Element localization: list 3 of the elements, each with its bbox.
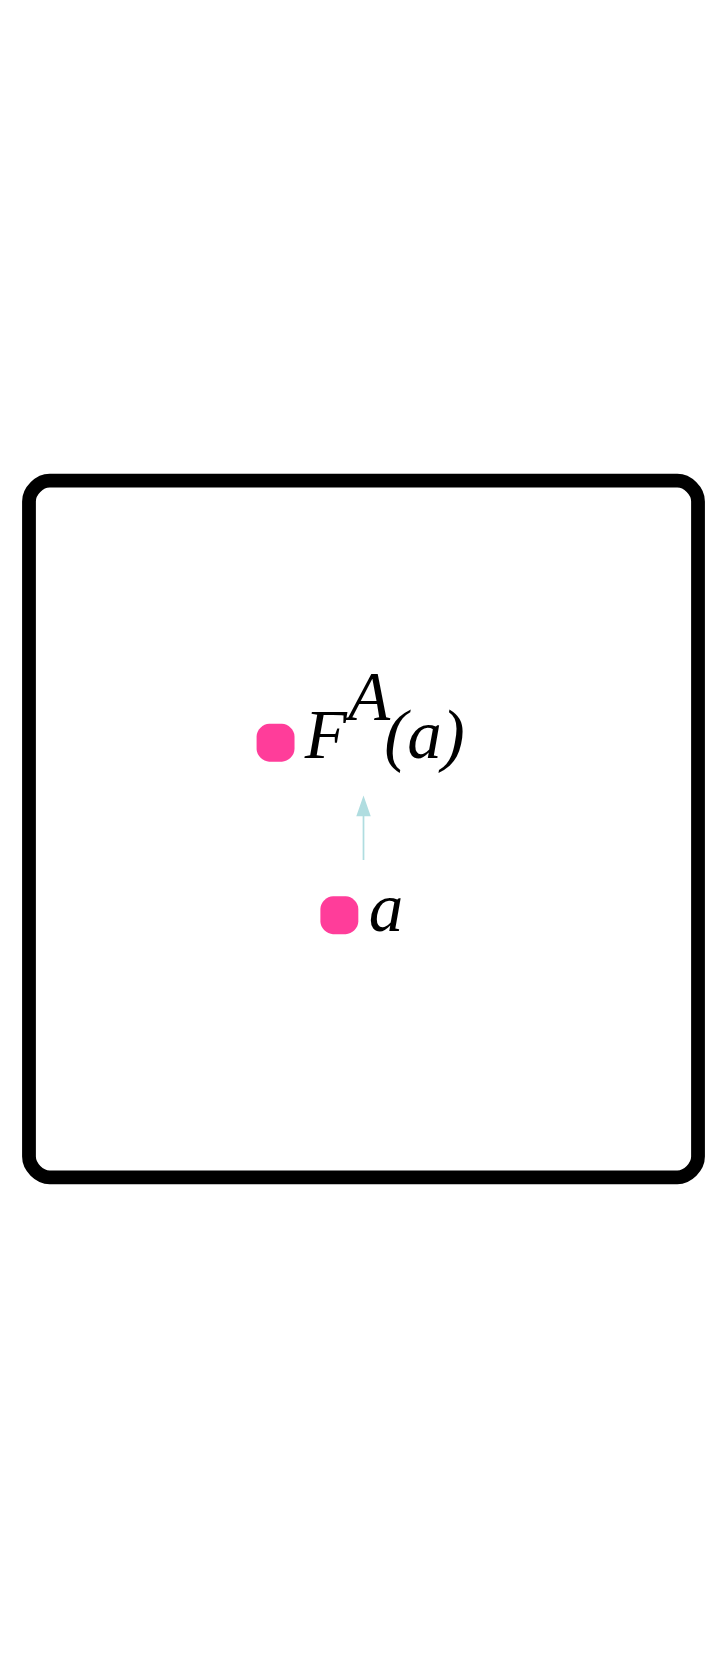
cluster (22, 473, 705, 1185)
arrow (356, 795, 371, 861)
node-label: a (368, 869, 404, 946)
